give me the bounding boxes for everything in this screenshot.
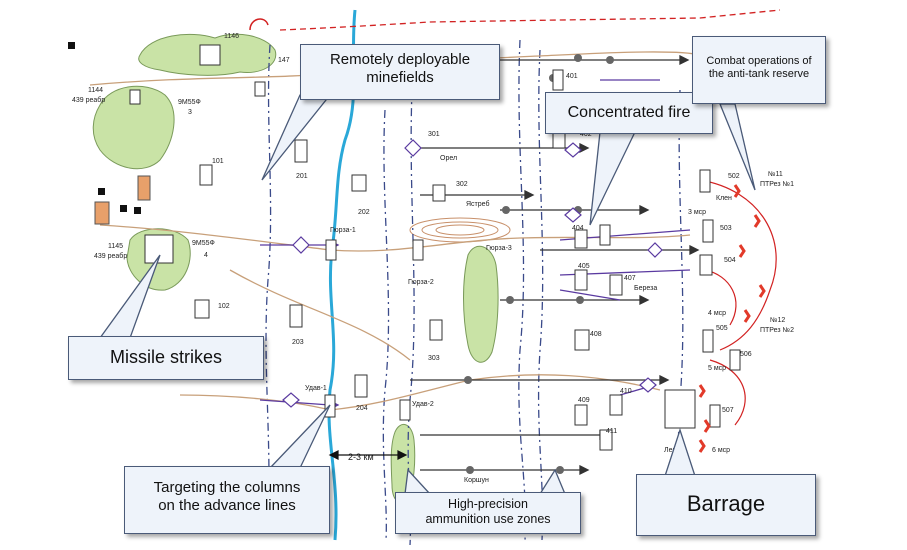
label-409: 409 — [578, 397, 590, 404]
callout-pointers — [98, 94, 756, 495]
phase-lines — [265, 39, 684, 546]
label-410: 410 — [620, 388, 632, 395]
forest-center — [463, 245, 499, 363]
label-1145: 1145 — [108, 243, 123, 250]
label-202: 202 — [358, 209, 370, 216]
label-9m55a-n: 3 — [188, 109, 192, 116]
callout-targeting-columns: Targeting the columns on the advance lin… — [124, 466, 330, 534]
pointer-antitank — [719, 103, 756, 191]
label-udav1: Удав-1 — [305, 385, 327, 392]
callout-targeting-columns-line1: Targeting the columns — [153, 479, 301, 496]
label-korshun: Коршун — [464, 477, 489, 484]
callout-barrage: Barrage — [636, 474, 816, 536]
label-404: 404 — [572, 225, 584, 232]
label-408: 408 — [590, 331, 602, 338]
label-301: 301 — [428, 131, 440, 138]
label-401: 401 — [566, 73, 578, 80]
pointer-minefields — [261, 94, 332, 181]
callout-missile-strikes: Missile strikes — [68, 336, 264, 380]
label-405: 405 — [578, 263, 590, 270]
forest-west-upper — [92, 85, 175, 170]
label-udav2: Удав-2 — [412, 401, 434, 408]
label-204: 204 — [356, 405, 368, 412]
label-bereza: Береза — [634, 285, 657, 292]
label-506: 506 — [740, 351, 752, 358]
callout-remote-minefields-line1: Remotely deployable — [329, 51, 471, 68]
callout-concentrated-fire-text: Concentrated fire — [567, 104, 691, 121]
label-ptrez2a: №12 — [770, 317, 785, 324]
label-101: 101 — [212, 158, 224, 165]
label-507: 507 — [722, 407, 734, 414]
callout-antitank-reserve: Combat operations of the anti-tank reser… — [692, 36, 826, 104]
pointer-highprecision — [404, 468, 432, 495]
pointer-targeting — [268, 404, 331, 469]
label-502: 502 — [728, 173, 740, 180]
label-msr6: 6 мср — [712, 447, 730, 454]
label-9m55b-n: 4 — [204, 252, 208, 259]
callout-missile-strikes-text: Missile strikes — [109, 347, 222, 367]
callout-high-precision: High-precision ammunition use zones — [395, 492, 581, 534]
callout-high-precision-line2: ammunition use zones — [425, 512, 551, 526]
label-1144: 1144 — [88, 87, 103, 94]
unit-symbols — [129, 44, 741, 451]
label-msr4: 4 мср — [708, 310, 726, 317]
label-439b: 439 реабр — [94, 252, 127, 260]
label-402: 402 — [580, 131, 592, 138]
enemy-diamonds — [282, 139, 663, 408]
callout-barrage-text: Barrage — [686, 491, 766, 516]
rear-objects — [68, 42, 151, 225]
label-msr5: 5 мср — [708, 365, 726, 372]
hill-contours — [409, 217, 511, 243]
label-503: 503 — [720, 225, 732, 232]
callout-remote-minefields-line2: minefields — [366, 69, 434, 86]
label-gyurza3: Гюрза-3 — [486, 245, 512, 252]
label-302: 302 — [456, 181, 468, 188]
distance-indicator — [328, 450, 408, 460]
label-102: 102 — [218, 303, 230, 310]
label-ptrez1b: ПТРез №1 — [760, 181, 794, 188]
callout-targeting-columns-line2: on the advance lines — [158, 497, 296, 514]
label-303: 303 — [428, 355, 440, 362]
label-gyurza1: Гюрза-1 — [330, 227, 356, 234]
label-ptrez1a: №11 — [768, 171, 783, 178]
label-ptrez2b: ПТРез №2 — [760, 327, 794, 334]
label-gyurza2: Гюрза-2 — [408, 279, 434, 286]
label-411: 411 — [606, 428, 617, 435]
label-msr3: 3 мср — [688, 209, 706, 216]
callout-antitank-reserve-line2: the anti-tank reserve — [708, 68, 810, 81]
callout-remote-minefields: Remotely deployable minefields — [300, 44, 500, 100]
map-labels: 1146 1144 439 реабр 9М55Ф 3 147 1145 439… — [72, 33, 794, 484]
label-orel: Орел — [440, 155, 457, 162]
label-201: 201 — [296, 173, 308, 180]
label-407: 407 — [624, 275, 636, 282]
label-439a: 439 реабр — [72, 96, 105, 104]
callout-concentrated-fire: Concentrated fire — [545, 92, 713, 134]
callout-antitank-reserve-line1: Combat operations of — [706, 55, 812, 67]
label-505: 505 — [716, 325, 728, 332]
label-504: 504 — [724, 257, 736, 264]
callout-high-precision-line1: High-precision — [448, 497, 528, 511]
label-1146: 1146 — [224, 33, 239, 40]
defense-arcs — [699, 179, 777, 426]
enemy-front-line — [279, 9, 781, 31]
label-203: 203 — [292, 339, 304, 346]
label-9m55b: 9М55Ф — [192, 240, 215, 247]
label-distance: 2-3 км — [348, 452, 374, 462]
label-9m55a: 9М55Ф — [178, 99, 201, 106]
label-yastreb: Ястреб — [466, 200, 489, 208]
pointer-concentrated — [589, 131, 637, 226]
label-147: 147 — [278, 57, 290, 64]
label-lev: Лев — [664, 447, 676, 454]
label-klen: Клен — [716, 195, 732, 202]
obstacle-marks — [698, 184, 766, 453]
enemy-bracket — [249, 18, 269, 31]
